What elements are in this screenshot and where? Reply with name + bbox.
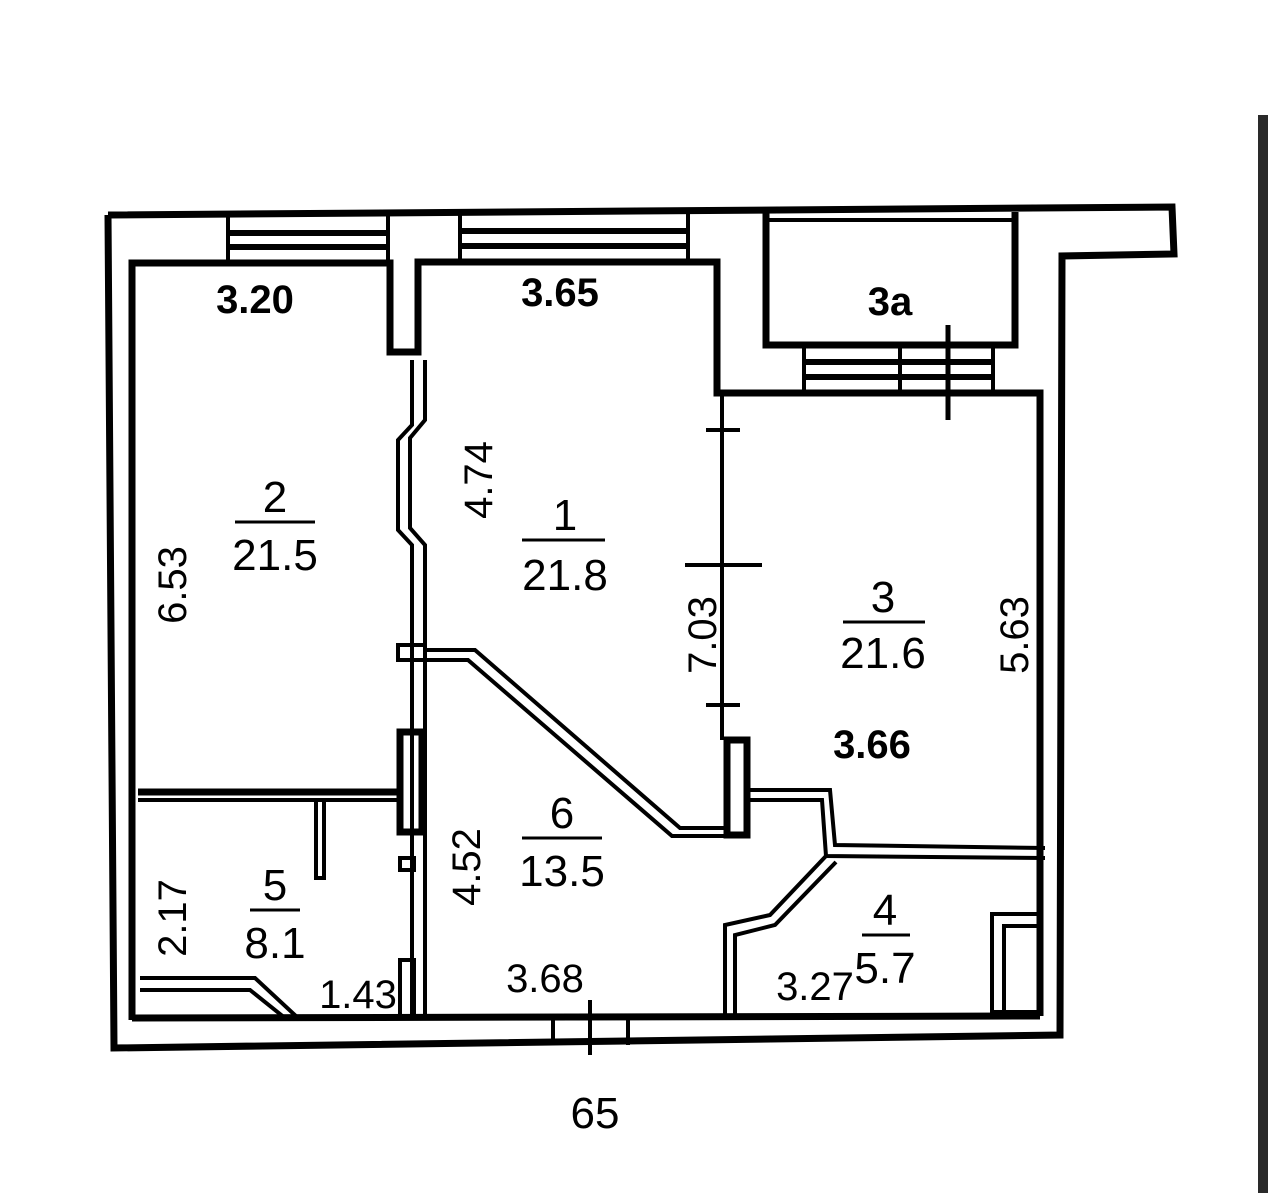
dim-room1-width: 3.65 — [521, 271, 599, 315]
dim-room4-width: 3.27 — [776, 965, 854, 1009]
dim-hall-length: 4.52 — [445, 828, 489, 906]
diagonal-wall — [425, 648, 725, 830]
svg-text:13.5: 13.5 — [519, 847, 605, 896]
diagonal-wall-inner — [425, 658, 725, 838]
svg-text:21.8: 21.8 — [522, 551, 608, 600]
svg-text:21.5: 21.5 — [232, 531, 318, 580]
window-room-2 — [226, 215, 390, 263]
svg-text:5: 5 — [263, 861, 287, 910]
bath-edge-inner — [140, 988, 287, 1020]
room-5-label: 5 8.1 — [244, 861, 305, 968]
bath-edge — [140, 976, 300, 1020]
footer-number: 65 — [571, 1089, 620, 1138]
room-2-walls — [128, 258, 1044, 1020]
closet-inner — [1002, 924, 1042, 1014]
dim-room5-length: 2.17 — [151, 879, 195, 957]
svg-text:6: 6 — [550, 789, 574, 838]
room-6-label: 6 13.5 — [519, 789, 605, 896]
partition-wall — [396, 360, 414, 1018]
dim-hall-width: 3.68 — [506, 957, 584, 1001]
dim-room2-width: 3.20 — [216, 278, 294, 322]
column — [396, 728, 426, 836]
balcony-label: 3а — [868, 280, 913, 324]
partition-wall-inner — [408, 360, 427, 1018]
dim-room3-length: 5.63 — [993, 596, 1037, 674]
svg-text:3: 3 — [871, 573, 895, 622]
room-4-diagonal-inner — [733, 860, 838, 1016]
room-4-diagonal — [723, 854, 828, 1016]
dim-room2-length: 6.53 — [151, 546, 195, 624]
column-2 — [723, 736, 751, 839]
dim-room5-width: 1.43 — [319, 973, 397, 1017]
door-jamb — [396, 643, 427, 662]
window-room-3 — [802, 325, 995, 420]
svg-text:4: 4 — [873, 886, 897, 935]
svg-text:5.7: 5.7 — [854, 944, 915, 993]
room-4-walls-inner — [750, 798, 1046, 860]
dim-room1-length: 4.74 — [457, 441, 501, 519]
window-room-1 — [458, 214, 690, 262]
dim-room3-width: 3.66 — [833, 723, 911, 767]
entrance-door — [551, 1000, 630, 1055]
outer-wall — [104, 203, 1178, 1052]
balcony-walls — [762, 212, 1019, 349]
scrollbar[interactable] — [1258, 115, 1268, 1193]
room-3-label: 3 21.6 — [840, 573, 926, 678]
svg-text:8.1: 8.1 — [244, 919, 305, 968]
room-1-label: 1 21.8 — [522, 491, 608, 600]
closet — [990, 912, 1042, 1014]
door-jamb-2 — [398, 856, 416, 872]
bottom-inner-wall — [131, 1012, 1041, 1022]
svg-text:2: 2 — [263, 473, 287, 522]
room-4-walls — [750, 788, 1046, 850]
room-5-stub — [314, 798, 326, 880]
room-4-label: 4 5.7 — [854, 886, 915, 993]
room-2-label: 2 21.5 — [232, 473, 318, 580]
svg-text:21.6: 21.6 — [840, 629, 926, 678]
svg-text:1: 1 — [553, 491, 577, 540]
dim-divider: 7.03 — [681, 596, 725, 674]
